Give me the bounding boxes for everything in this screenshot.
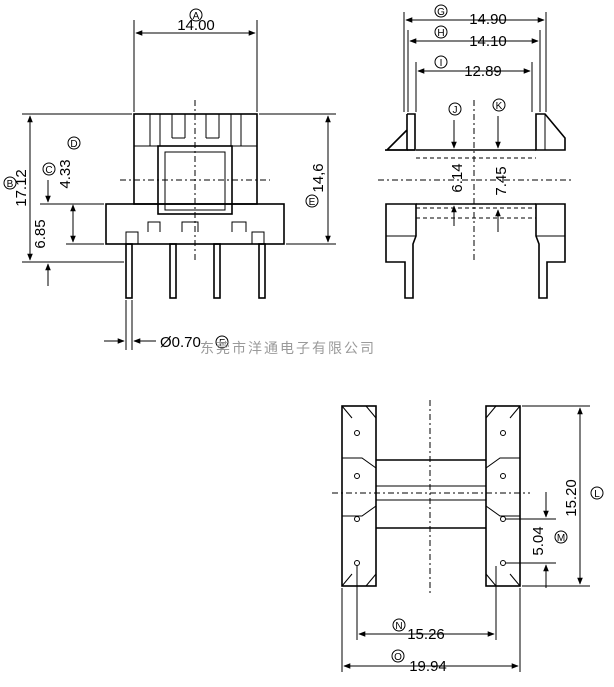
label-L: L — [594, 489, 600, 500]
bottom-view — [332, 400, 530, 594]
label-E: E — [309, 197, 316, 208]
label-N: N — [395, 621, 402, 632]
label-H: H — [437, 28, 444, 39]
svg-text:15.26: 15.26 — [407, 626, 445, 643]
dim-J: J 6.14 — [448, 102, 466, 226]
front-pin-2 — [169, 243, 177, 299]
svg-text:14.10: 14.10 — [469, 33, 507, 50]
dim-F: Ø0.70 F — [104, 300, 229, 351]
svg-text:15.20: 15.20 — [563, 479, 580, 517]
svg-text:Ø0.70: Ø0.70 — [160, 334, 201, 351]
bottom-right-flange — [485, 405, 521, 587]
front-pin-3 — [213, 243, 221, 299]
dim-A: A 14.00 — [133, 8, 258, 112]
svg-text:17.12: 17.12 — [13, 169, 30, 207]
label-J: J — [453, 105, 458, 116]
label-B: B — [7, 179, 14, 190]
front-pin-4 — [258, 243, 266, 299]
dim-B: B 17.12 — [3, 113, 132, 263]
company-watermark: 东莞市洋通电子有限公司 — [200, 340, 376, 357]
label-C: C — [45, 165, 52, 176]
side-view — [378, 100, 574, 299]
svg-text:7.45: 7.45 — [493, 166, 510, 195]
dim-G: G 14.90 — [403, 4, 547, 112]
svg-text:14.90: 14.90 — [469, 11, 507, 28]
front-pin-1 — [125, 243, 133, 299]
dim-C: C 6.85 — [32, 162, 104, 286]
dim-E: E 14,6 — [259, 113, 336, 245]
dim-D: D 4.33 — [57, 136, 104, 245]
dim-O: O 19.94 — [341, 588, 521, 675]
svg-text:4.33: 4.33 — [57, 159, 74, 188]
svg-text:12.89: 12.89 — [464, 63, 502, 80]
dim-N: N 15.26 — [356, 566, 497, 643]
label-M: M — [557, 533, 565, 544]
dim-K: K 7.45 — [492, 98, 510, 232]
svg-text:14,6: 14,6 — [310, 163, 327, 192]
svg-text:5.04: 5.04 — [530, 526, 547, 555]
label-D: D — [70, 139, 77, 150]
front-view — [105, 100, 285, 299]
dim-M: M 5.04 — [506, 492, 568, 588]
label-F: F — [219, 338, 225, 349]
label-A: A — [193, 11, 200, 22]
dim-I: I 12.89 — [415, 55, 533, 112]
svg-text:6.14: 6.14 — [449, 163, 466, 192]
svg-text:14.00: 14.00 — [177, 17, 215, 34]
dim-H: H 14.10 — [407, 25, 541, 112]
svg-text:6.85: 6.85 — [32, 219, 49, 248]
label-K: K — [496, 101, 503, 112]
dim-L: L 15.20 — [522, 405, 604, 587]
label-I: I — [440, 58, 443, 69]
label-G: G — [437, 7, 445, 18]
label-O: O — [394, 652, 402, 663]
svg-text:19.94: 19.94 — [409, 658, 447, 675]
